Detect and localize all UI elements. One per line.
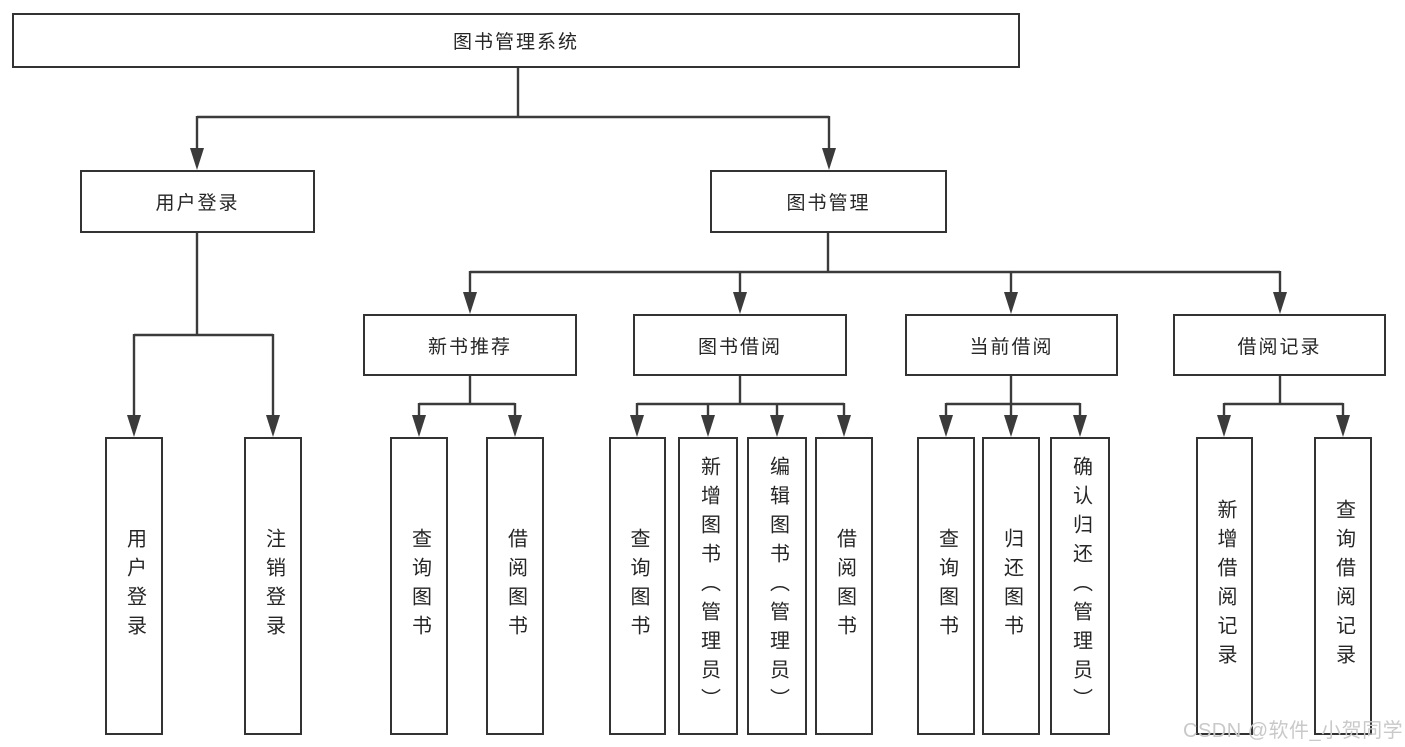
node-book-management: 图书管理 <box>710 170 947 233</box>
leaf-current-return-books: 归还图书 <box>982 437 1040 735</box>
leaf-records-add-record: 新增借阅记录 <box>1196 437 1253 735</box>
leaf-newrec-borrow-books: 借阅图书 <box>486 437 544 735</box>
leaf-label: 归还图书 <box>1000 528 1023 644</box>
leaf-user-login: 用户登录 <box>105 437 163 735</box>
leaf-label: 查询借阅记录 <box>1332 499 1355 673</box>
leaf-label: 注销登录 <box>262 528 285 644</box>
leaf-label: 查询图书 <box>935 528 958 644</box>
leaf-label: 新增借阅记录 <box>1214 499 1236 673</box>
leaf-label: 查询图书 <box>627 528 649 644</box>
leaf-label: 查询图书 <box>408 528 431 644</box>
connector-user-login <box>127 233 280 437</box>
leaf-label: 用户登录 <box>123 528 146 644</box>
connector-book-management <box>463 233 1287 314</box>
leaf-label: 借阅图书 <box>833 528 856 644</box>
node-user-login: 用户登录 <box>80 170 315 233</box>
connector-root <box>190 68 836 170</box>
leaf-newrec-query-books: 查询图书 <box>390 437 448 735</box>
connector-new-book-recommend <box>412 376 522 437</box>
node-new-book-recommend: 新书推荐 <box>363 314 577 376</box>
node-current-borrow: 当前借阅 <box>905 314 1118 376</box>
connector-current-borrow <box>939 376 1087 437</box>
leaf-borrow-add-books-admin: 新增图书（管理员） <box>678 437 738 735</box>
connector-book-borrow <box>630 376 851 437</box>
leaf-label: 确认归还（管理员） <box>1069 455 1092 717</box>
leaf-current-confirm-return-admin: 确认归还（管理员） <box>1050 437 1110 735</box>
leaf-label: 借阅图书 <box>504 528 527 644</box>
node-root: 图书管理系统 <box>12 13 1020 68</box>
leaf-borrow-edit-books-admin: 编辑图书（管理员） <box>747 437 807 735</box>
leaf-borrow-query-books: 查询图书 <box>609 437 666 735</box>
leaf-records-query-record: 查询借阅记录 <box>1314 437 1372 735</box>
leaf-label: 新增图书（管理员） <box>697 455 720 717</box>
connector-borrow-records <box>1217 376 1350 437</box>
leaf-logout: 注销登录 <box>244 437 302 735</box>
node-borrow-records: 借阅记录 <box>1173 314 1386 376</box>
leaf-label: 编辑图书（管理员） <box>766 455 789 717</box>
csdn-watermark: CSDN @软件_小贺同学 <box>1183 720 1404 742</box>
leaf-current-query-books: 查询图书 <box>917 437 975 735</box>
leaf-borrow-borrow-books: 借阅图书 <box>815 437 873 735</box>
node-book-borrow: 图书借阅 <box>633 314 847 376</box>
